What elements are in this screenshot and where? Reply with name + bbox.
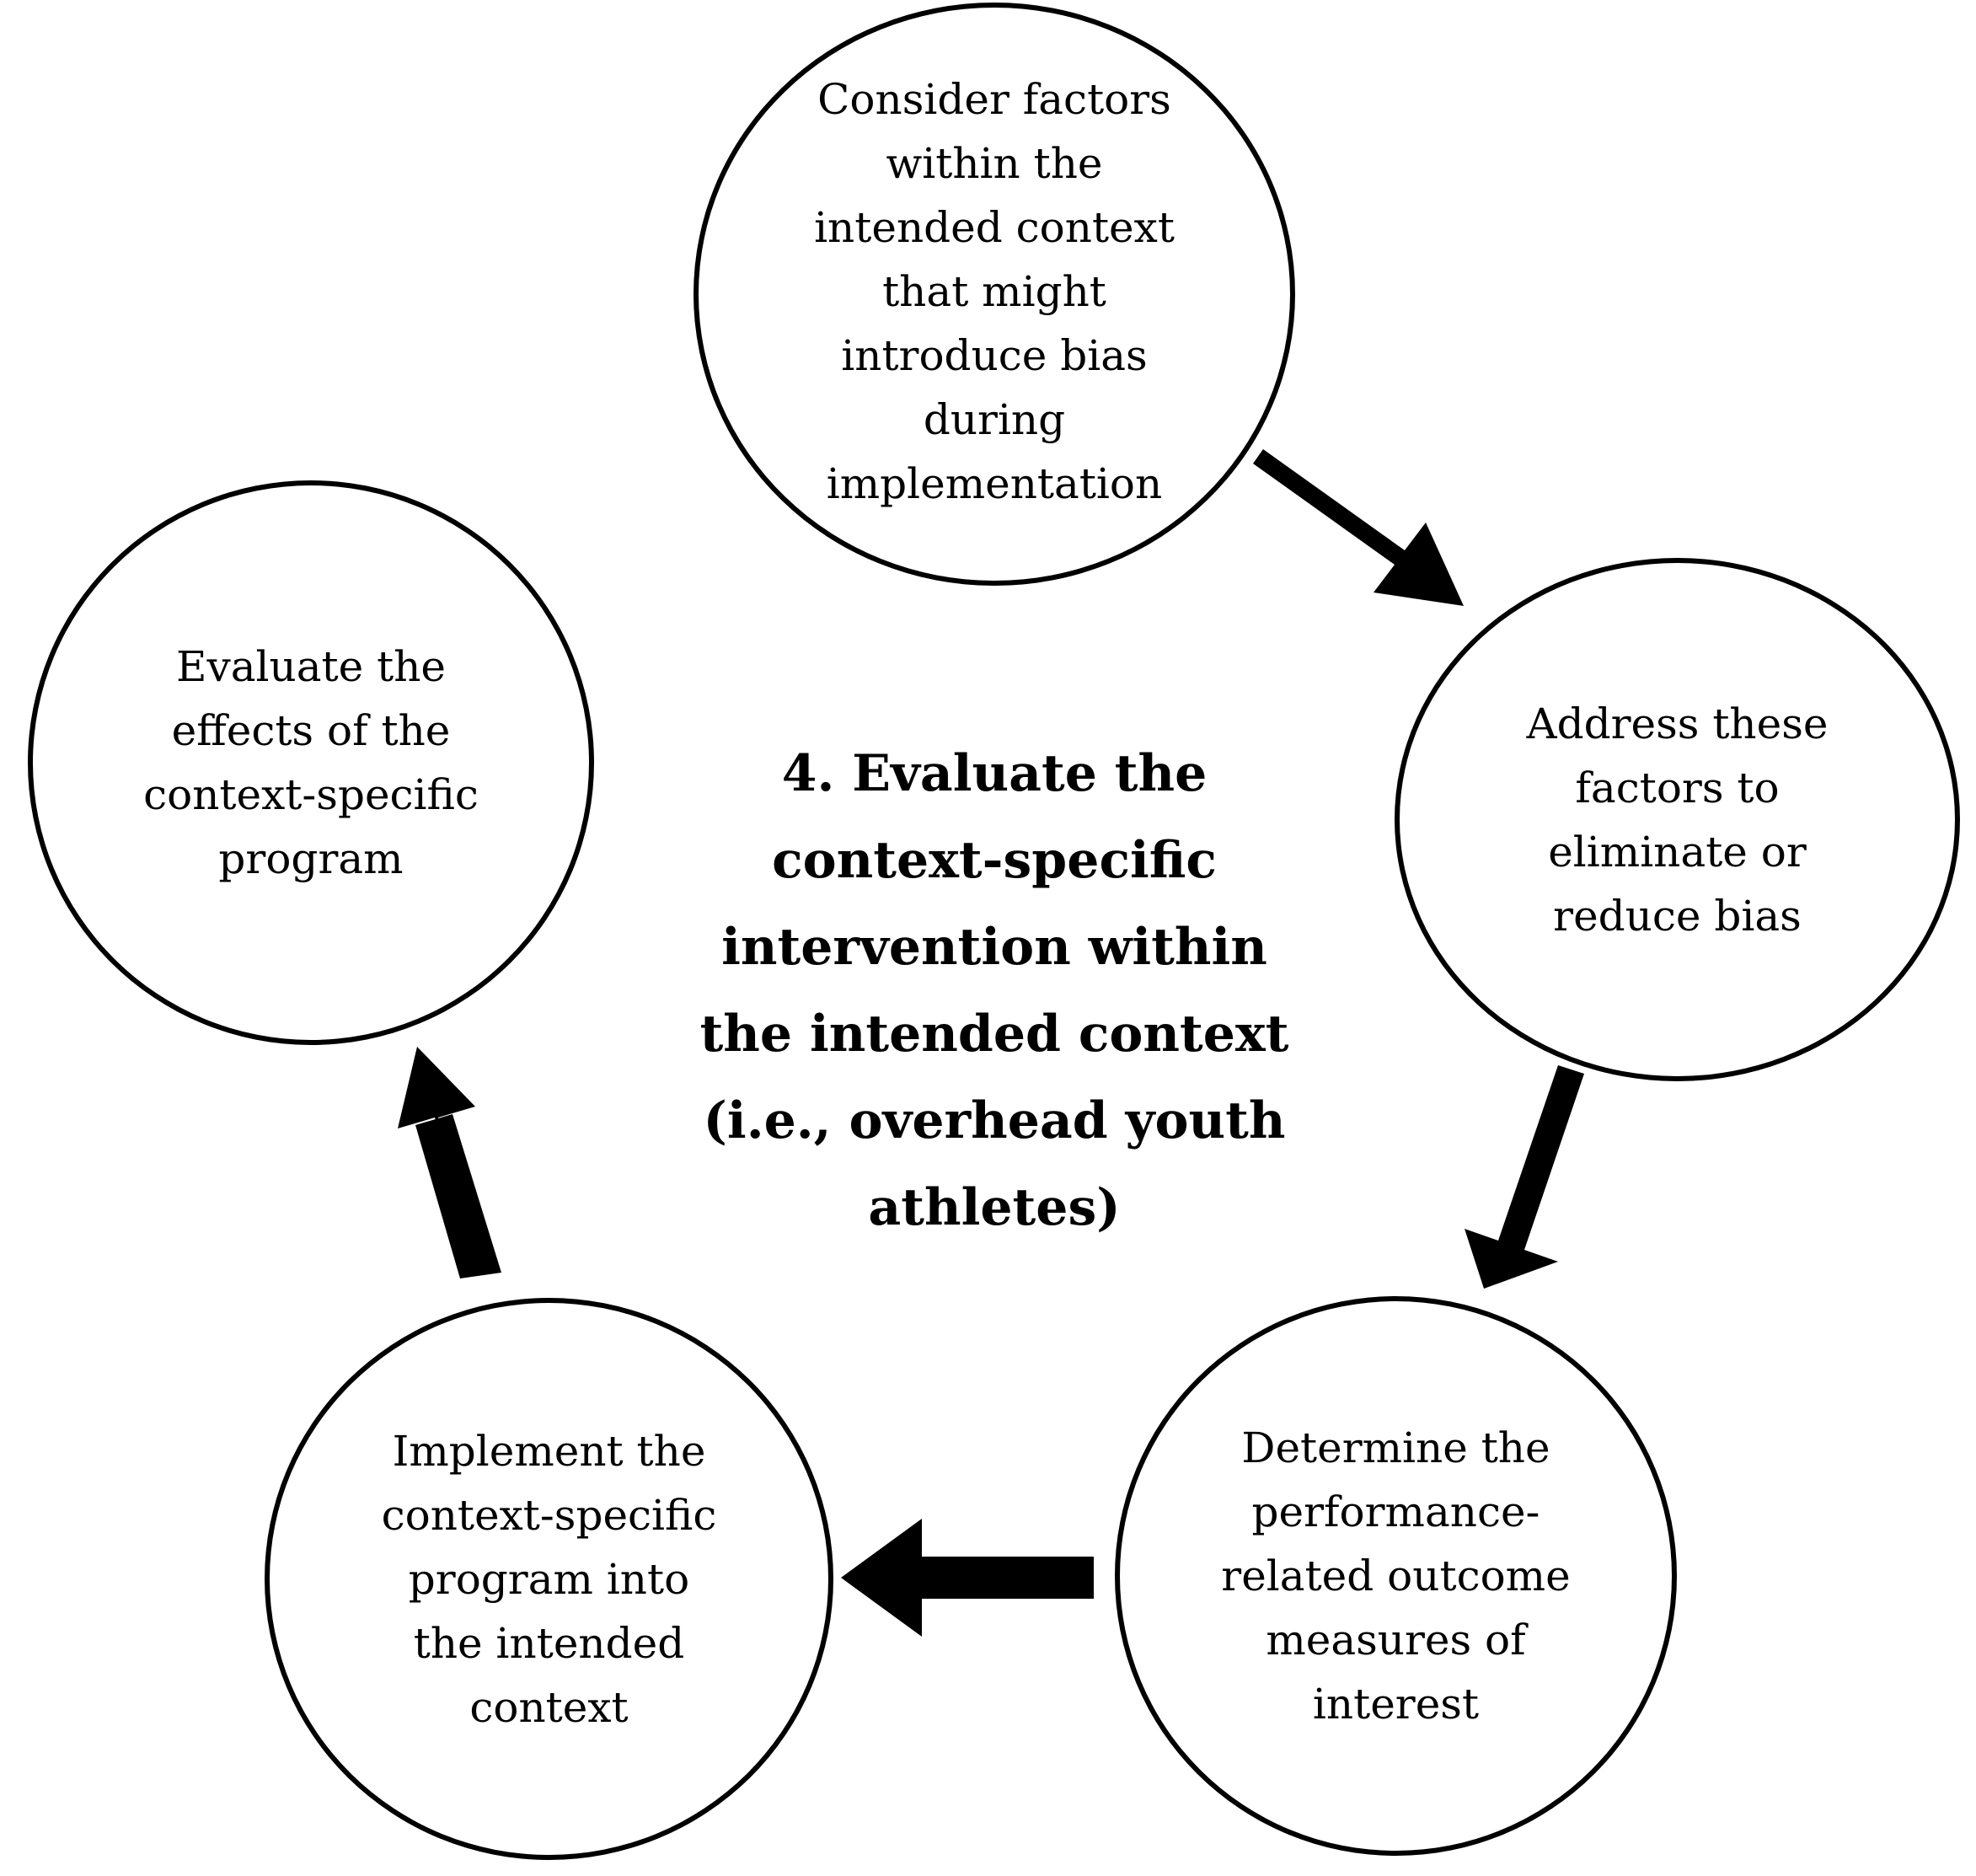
arrow-step1-to-step2 [1253,449,1464,606]
arrow-step4-to-step5 [398,1047,484,1271]
step-1-text: Consider factors within the intended con… [814,74,1175,508]
center-title: 4. Evaluate the context-specific interve… [699,744,1289,1237]
arrow-step3-to-step4 [841,1519,1094,1637]
step-4-text: Implement the context-specific program i… [381,1426,717,1732]
arrow-step4-to-step5-shaft [415,1114,501,1278]
step-2-circle: Address these factors to eliminate or re… [1395,558,1960,1081]
step-5-circle: Evaluate the effects of the context-spec… [28,480,594,1045]
step-3-circle: Determine the performance- related outco… [1115,1296,1677,1856]
arrow-step2-to-step3 [1465,1065,1584,1289]
step-1-circle: Consider factors within the intended con… [693,3,1295,586]
step-5-text: Evaluate the effects of the context-spec… [143,642,479,883]
step-4-circle: Implement the context-specific program i… [265,1298,833,1860]
step-2-text: Address these factors to eliminate or re… [1526,699,1829,941]
step-3-text: Determine the performance- related outco… [1221,1423,1571,1729]
